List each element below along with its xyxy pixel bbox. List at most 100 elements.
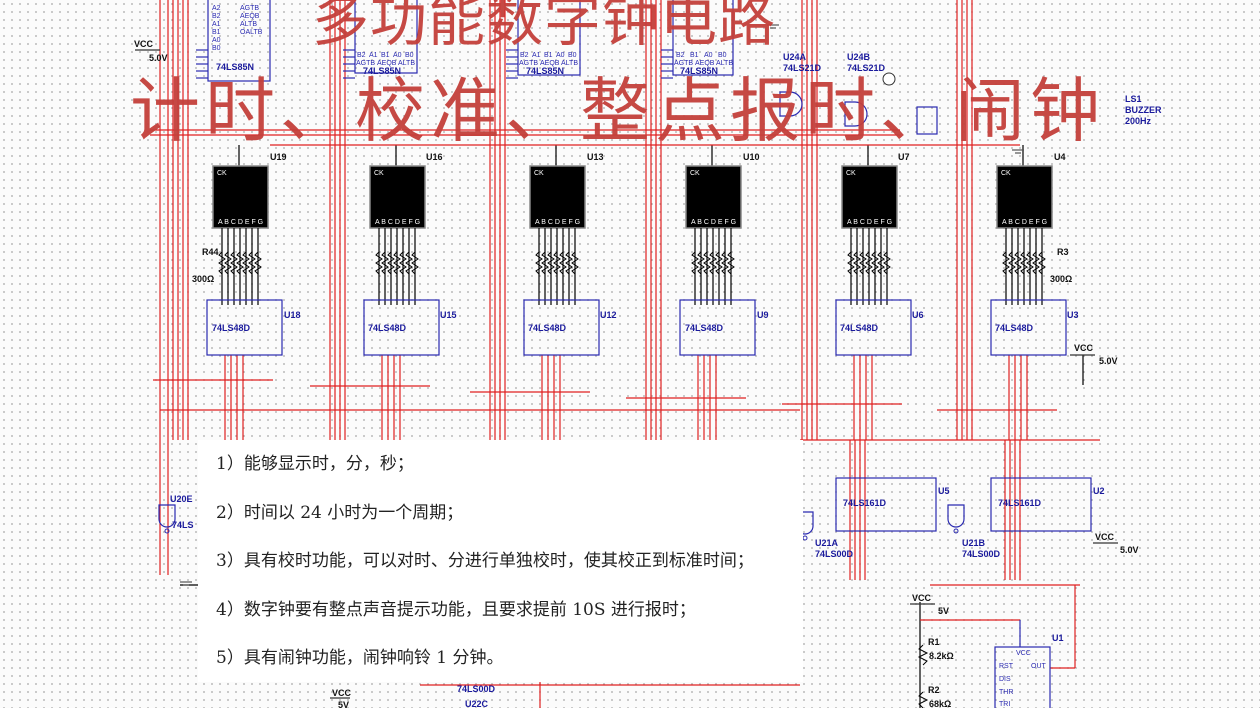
resistor-icon [230, 251, 238, 275]
resistor-icon [541, 251, 549, 275]
display-pins: A B C D E F G [1002, 219, 1047, 226]
comparator-pin: ALTB [240, 21, 257, 28]
vcc-label: VCC [134, 39, 154, 49]
comparator-chip [672, 0, 734, 76]
comparator-pin: A0 [704, 52, 713, 59]
comparator-pin: B1 [212, 29, 221, 36]
comparator-pin: AGTB [240, 5, 259, 12]
buzzer-type: BUZZER [1125, 105, 1162, 115]
vcc-value: 5V [938, 606, 949, 616]
timer-ref: U1 [1052, 633, 1064, 643]
comparator-pin: A2 [212, 5, 221, 12]
and-gate-icon [844, 101, 868, 127]
comparator-part: 74LS85N [526, 66, 564, 76]
timer-pin: RST [999, 663, 1014, 670]
timer-pin: VCC [1016, 650, 1031, 657]
comparator-pin: B1 [544, 52, 553, 59]
comparator-pin: AEQB [240, 13, 260, 20]
comparator-pin: ALTB [716, 60, 733, 67]
gate-ref: U20E [170, 494, 193, 504]
comparator-pin: A0 [393, 52, 402, 59]
driver-ref: U12 [600, 310, 617, 320]
comparator-pin: AGTB [674, 60, 693, 67]
vcc-label: VCC [1074, 343, 1094, 353]
inversion-bubble [802, 535, 808, 541]
counter-part: 74LS161D [843, 498, 887, 508]
title-subtitle: 计时、校准、整点报时、闹钟 [130, 70, 1105, 152]
resistor-icon [236, 251, 244, 275]
display-ref: U4 [1054, 152, 1066, 162]
resistor-array-ref: R44 [202, 247, 219, 257]
comparator-pin: A0 [556, 52, 565, 59]
comparator-pin: B1 [381, 52, 390, 59]
resistor-icon [254, 251, 262, 275]
resistor-icon [387, 251, 395, 275]
resistor-icon [411, 251, 419, 275]
resistor-icon [381, 251, 389, 275]
inversion-bubble [953, 528, 959, 534]
vcc-label: VCC [912, 593, 932, 603]
driver-ref: U9 [757, 310, 769, 320]
wires [150, 0, 1100, 708]
vcc-value: 5.0V [149, 53, 168, 63]
resistor-icon [883, 251, 891, 275]
comparator-pin: AEQB [540, 60, 560, 67]
requirement-item: 2）时间以 24 小时为一个周期； [216, 502, 464, 523]
comparator-chip [207, 0, 271, 82]
comparator-pin: B1 [690, 52, 699, 59]
display-top-pin: CK [534, 170, 544, 177]
vcc-label: 5.0V [1099, 356, 1118, 366]
display-ref: U13 [587, 152, 604, 162]
counter-chip [990, 477, 1092, 532]
driver-ref: U6 [912, 310, 924, 320]
timer-pin: DIS [999, 676, 1011, 683]
gate-ref: U21A [815, 538, 839, 548]
comparator-pin: B2 [676, 52, 685, 59]
gate-part: 74LS00D [962, 549, 1001, 559]
timer-pin: TRI [999, 701, 1010, 708]
driver-chip [990, 299, 1067, 356]
display-ref: U7 [898, 152, 910, 162]
resistor-icon [1026, 251, 1034, 275]
comparator-pin: B0 [718, 52, 727, 59]
comparator-pin: AEQB [695, 60, 715, 67]
comparator-pin: AGTB [356, 60, 375, 67]
requirement-item: 3）具有校时功能，可以对时、分进行单独校时，使其校正到标准时间； [216, 551, 754, 571]
resistor-icon [393, 251, 401, 275]
driver-chip [523, 299, 600, 356]
counter-chip [835, 477, 937, 532]
display-top-pin: CK [1001, 170, 1011, 177]
display-pins: A B C D E F G [691, 219, 736, 226]
driver-chip [835, 299, 912, 356]
buzzer-ref: LS1 [1125, 94, 1142, 104]
driver-part: 74LS48D [212, 323, 251, 333]
resistor-icon [218, 251, 226, 275]
resistor-array-value: 300Ω [192, 274, 214, 284]
seven-segment-display [212, 165, 269, 229]
driver-ref: U3 [1067, 310, 1079, 320]
display-pins: A B C D E F G [218, 219, 263, 226]
comparator-pin: ALTB [561, 60, 578, 67]
resistor-array-value: 300Ω [1050, 274, 1072, 284]
resistor-icon [1020, 251, 1028, 275]
resistor-icon [559, 251, 567, 275]
driver-chip [679, 299, 756, 356]
resistor-icon [405, 251, 413, 275]
comparator-part: 74LS85N [680, 66, 718, 76]
resistor-icon [709, 251, 717, 275]
display-ref: U19 [270, 152, 287, 162]
display-pins: A B C D E F G [847, 219, 892, 226]
resistor-icon [248, 251, 256, 275]
vcc-label: VCC [332, 688, 352, 698]
vcc-value: 5V [338, 700, 349, 708]
requirement-item: 1）能够显示时，分，秒； [216, 454, 414, 474]
inversion-bubble [164, 528, 170, 534]
components [135, 0, 1118, 708]
comparator-chip [517, 0, 581, 76]
counter-ref: U5 [938, 486, 950, 496]
resistor-icon [1014, 251, 1022, 275]
comparator-pin: B2 [212, 13, 221, 20]
gate-ref: U22C [465, 699, 489, 708]
resistor-value: 68kΩ [929, 699, 951, 708]
